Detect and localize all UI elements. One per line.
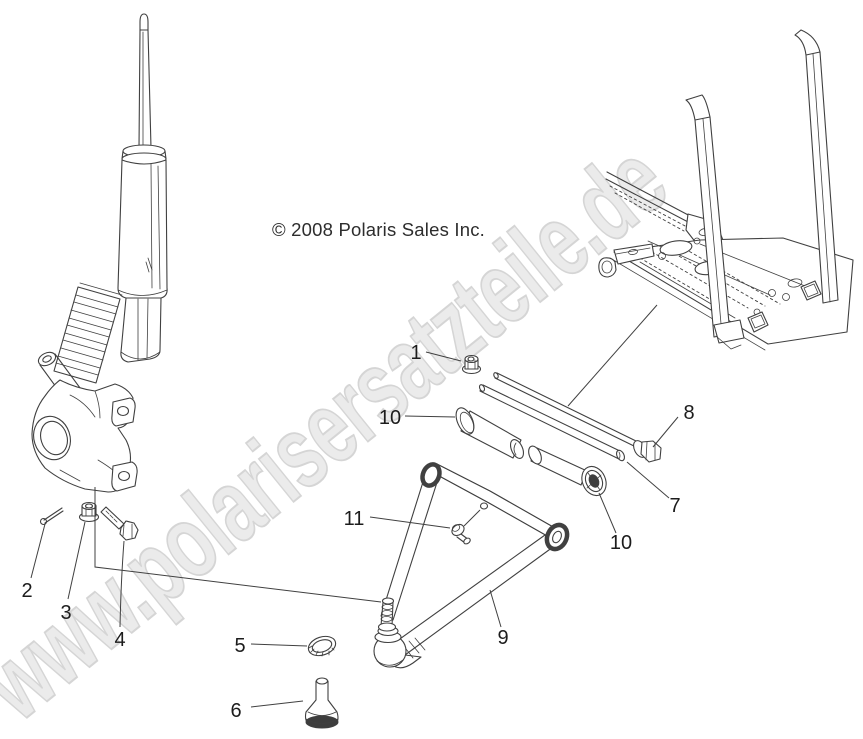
cotter-pin [39,507,64,526]
pivot-tube [478,384,626,462]
callout-9: 9 [497,627,508,649]
washer [307,635,337,657]
callout-10-right: 10 [610,532,632,554]
callout-2: 2 [21,580,32,602]
a-arm-illustration [373,462,570,669]
pivot-bolt-small [451,523,471,545]
callout-5: 5 [234,635,245,657]
flange-nut-top [461,354,482,375]
callout-11: 11 [344,508,365,530]
pivot-bolt-long [493,372,662,463]
bushing-sleeve-left [455,407,525,459]
hex-bolt-knuckle [100,506,139,541]
callout-10-left: 10 [379,407,401,429]
callout-labels: 1 2 3 4 5 6 7 8 9 10 10 11 [21,342,694,722]
callout-8: 8 [683,402,694,424]
steering-knuckle-illustration [31,351,138,493]
callout-1: 1 [410,342,421,364]
frame-illustration [598,29,854,351]
callout-3: 3 [60,602,71,624]
leader-lines [30,304,679,708]
copyright-text: © 2008 Polaris Sales Inc. [272,219,485,240]
bushing-sleeve-right [528,445,607,497]
ball-joint-boot [304,677,339,729]
flange-nut-small [78,501,100,523]
callout-4: 4 [114,629,125,651]
callout-7: 7 [669,495,680,517]
callout-6: 6 [230,700,241,722]
shock-absorber-illustration [53,13,168,384]
